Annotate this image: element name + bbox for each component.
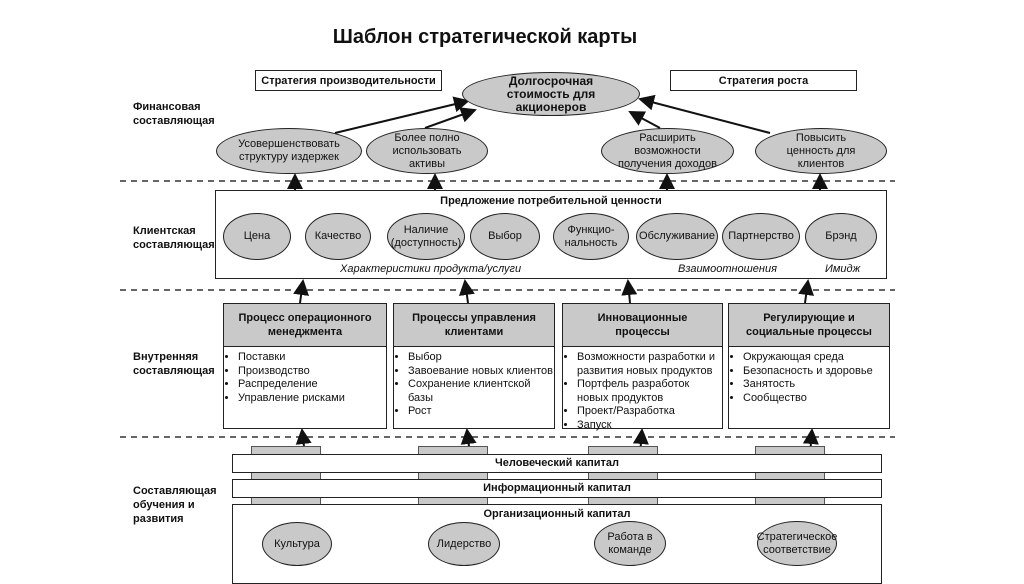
list-item: Распределение (238, 378, 386, 392)
customer-value-box: Предложение потребительной ценности (215, 190, 887, 279)
customer-attribute: Качество (305, 213, 371, 260)
label-customer: Клиентская составляющая (133, 225, 215, 251)
list-item: Запуск (577, 419, 722, 433)
list-item: Сообщество (743, 392, 889, 406)
human-capital: Человеческий капитал (232, 454, 882, 473)
org-item: Лидерство (428, 522, 500, 566)
process-operations: Процесс операционного менеджмента Постав… (223, 303, 387, 429)
list-item: Производство (238, 365, 386, 379)
process-title: Процесс операционного менеджмента (224, 304, 386, 347)
process-customer-management: Процессы управления клиентами ВыборЗавое… (393, 303, 555, 429)
dividers (120, 180, 895, 438)
list-item: Рост (408, 405, 554, 419)
list-item: Выбор (408, 351, 554, 365)
list-item: Завоевание новых клиентов (408, 365, 554, 379)
label-financial: Финансовая составляющая (133, 101, 215, 127)
list-item: Портфель разработок новых продуктов (577, 378, 722, 405)
list-item: Поставки (238, 351, 386, 365)
customer-attribute: Наличие (доступность) (387, 213, 465, 260)
group-image: Имидж (825, 263, 861, 275)
label-learning: Составляющая обучения и развития (133, 485, 217, 525)
customer-attribute: Цена (223, 213, 291, 260)
list-item: Возможности разработки и развития новых … (577, 351, 722, 378)
fin-objective: Расширить возможности получения доходов (601, 128, 734, 174)
org-item: Стратегическое соответствие (757, 521, 837, 566)
org-item: Работа в команде (594, 521, 666, 566)
list-item: Проект/Разработка (577, 405, 722, 419)
customer-attribute: Партнерство (722, 213, 800, 260)
org-item: Культура (262, 522, 332, 566)
list-item: Безопасность и здоровье (743, 365, 889, 379)
customer-attribute: Выбор (470, 213, 540, 260)
fin-objective: Повысить ценность для клиентов (755, 128, 887, 174)
process-regulatory-social: Регулирующие и социальные процессы Окруж… (728, 303, 890, 429)
list-item: Управление рисками (238, 392, 386, 406)
group-relationship: Взаимоотношения (678, 263, 777, 275)
organization-capital: Организационный капитал (483, 508, 631, 520)
process-innovation: Инновационные процессы Возможности разра… (562, 303, 723, 431)
group-product: Характеристики продукта/услуги (340, 263, 522, 275)
list-item: Окружающая среда (743, 351, 889, 365)
customer-attribute: Обслуживание (636, 213, 718, 260)
page-title: Шаблон стратегической карты (332, 26, 638, 48)
process-title: Инновационные процессы (563, 304, 722, 347)
list-item: Занятость (743, 378, 889, 392)
customer-attribute: Функцио-нальность (553, 213, 629, 260)
process-title: Регулирующие и социальные процессы (729, 304, 889, 347)
customer-value-title: Предложение потребительной ценности (440, 195, 662, 207)
strategy-productivity: Стратегия производительности (255, 70, 442, 91)
customer-attribute: Брэнд (805, 213, 877, 260)
fin-objective: Более полно использовать активы (366, 128, 488, 174)
label-internal: Внутренняя составляющая (133, 351, 215, 377)
arrows (287, 94, 828, 456)
strategy-growth: Стратегия роста (670, 70, 857, 91)
information-capital: Информационный капитал (232, 479, 882, 498)
goal-shareholder-value: Долгосрочная стоимость для акционеров (462, 72, 640, 116)
fin-objective: Усовершенствовать структуру издержек (216, 128, 362, 174)
list-item: Сохранение клиентской базы (408, 378, 554, 405)
organization-capital-box: Организационный капитал (232, 504, 882, 584)
process-title: Процессы управления клиентами (394, 304, 554, 347)
